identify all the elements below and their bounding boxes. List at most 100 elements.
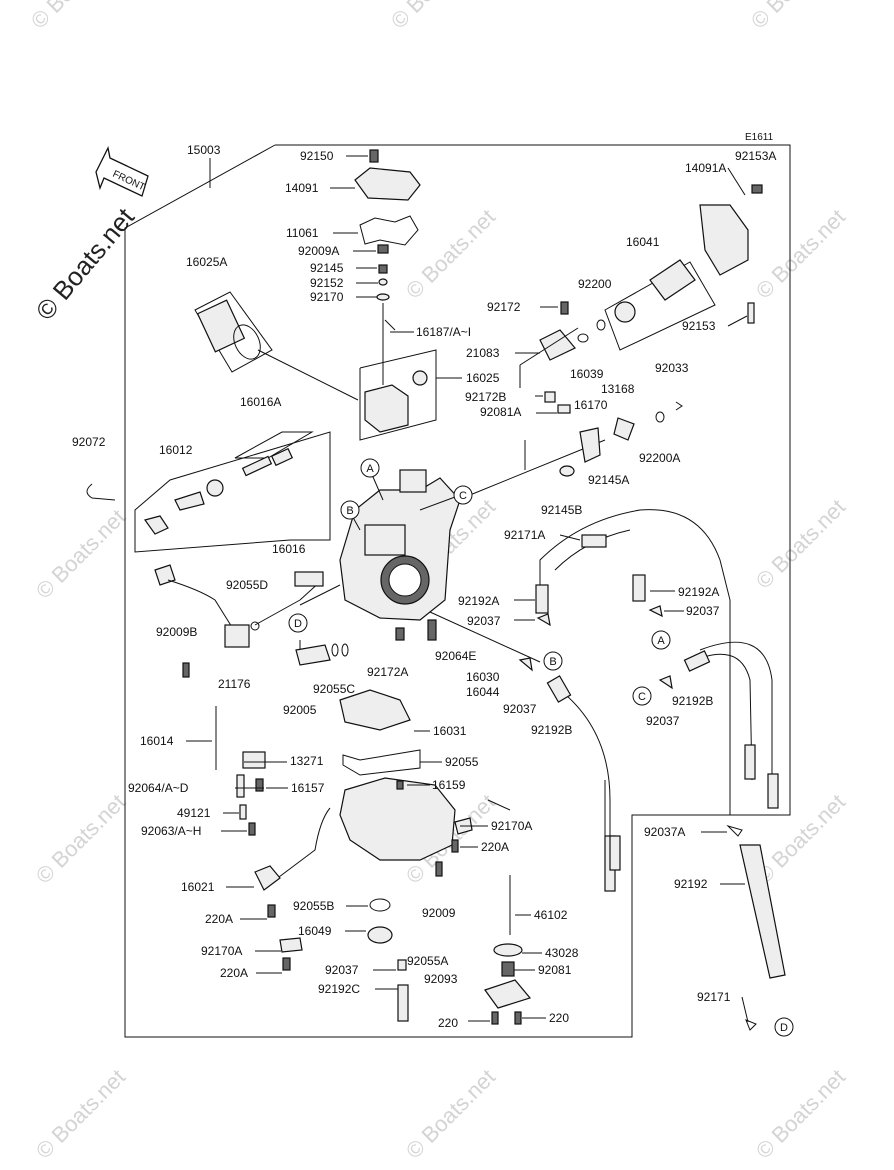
callout-b2: B (549, 656, 556, 668)
part-label: 46102 (534, 908, 568, 922)
part-label: 92072 (72, 435, 106, 449)
part-label: 92081A (480, 405, 521, 419)
part-label: 92172A (367, 665, 408, 679)
part-label: 92064E (435, 649, 476, 663)
float-bowl-group (254, 749, 473, 1022)
watermark: © Boats.net (751, 204, 850, 303)
cable-group (518, 509, 786, 1031)
part-label: 92064/A~D (128, 781, 189, 795)
part-label: 21083 (466, 346, 500, 360)
part-label: 92150 (300, 149, 334, 163)
part-label: 16014 (140, 734, 174, 748)
part-label: 220A (205, 912, 233, 926)
part-label: 92172 (487, 300, 521, 314)
part-label: 16187/A~I (416, 325, 471, 339)
part-label: 92033 (655, 361, 689, 375)
part-label: 92093 (424, 972, 458, 986)
part-label: 92192A (458, 594, 499, 608)
callout-a2: A (657, 635, 665, 647)
part-label: 92170A (201, 944, 242, 958)
part-label: 16039 (570, 367, 604, 381)
part-label: 16012 (159, 443, 193, 457)
part-label: 14091 (285, 181, 319, 195)
pilot-jet-group (215, 706, 266, 836)
part-label: 92081 (538, 963, 572, 977)
part-label: 92009B (156, 625, 197, 639)
part-label: 92153A (735, 149, 776, 163)
carburetor-body (339, 469, 461, 621)
callout-d: D (294, 618, 302, 630)
accel-pump-group (484, 799, 532, 1025)
part-label: 92037 (646, 714, 680, 728)
part-label: 16049 (298, 924, 332, 938)
part-label: 92037 (467, 614, 501, 628)
part-label: 92192 (674, 877, 708, 891)
part-label: 13271 (290, 754, 324, 768)
part-label: 92037A (644, 825, 685, 839)
part-label: 92037 (325, 963, 359, 977)
watermark: © Boats.net (746, 0, 845, 34)
part-label: 92171 (697, 990, 731, 1004)
part-label: 220 (549, 1011, 569, 1025)
watermark: © Boats.net (751, 1064, 850, 1163)
watermark: © Boats.net (31, 1064, 130, 1163)
part-label: 92200A (639, 451, 680, 465)
callout-c2-circle (632, 686, 652, 706)
part-label: 92055C (313, 682, 355, 696)
part-label: 16030 (466, 670, 500, 684)
jet-group (86, 431, 331, 553)
part-label: 220 (438, 1016, 458, 1030)
top-cover-group (354, 149, 421, 385)
watermark: © Boats.net (31, 789, 130, 888)
part-label: 92170A (491, 819, 532, 833)
part-label: 92192B (672, 694, 713, 708)
reference-callouts: A B C D B A C D (288, 458, 794, 1037)
part-label: 92009 (422, 906, 456, 920)
part-label: 11061 (286, 226, 319, 240)
part-label: 16031 (433, 724, 467, 738)
callout-b-circle (340, 500, 360, 520)
part-label: 16021 (181, 880, 215, 894)
part-label: 16025A (186, 255, 227, 269)
part-label: 92170 (310, 290, 344, 304)
diagram-code: E1611 (745, 132, 774, 143)
part-label: 92171A (504, 528, 545, 542)
part-label: 92055 (445, 755, 479, 769)
part-label: 16016A (240, 395, 281, 409)
part-label: 16044 (466, 685, 500, 699)
callout-d2: D (780, 1022, 788, 1034)
callout-a: A (366, 463, 374, 475)
part-label: 16170 (574, 398, 608, 412)
throttle-linkage-group (519, 184, 763, 477)
part-label: 220A (481, 840, 509, 854)
part-label: 16159 (432, 778, 466, 792)
part-label: 92037 (503, 702, 537, 716)
part-label: 92145B (541, 503, 582, 517)
part-label: 43028 (545, 946, 579, 960)
callout-c-circle (453, 485, 473, 505)
left-side-parts (154, 564, 437, 731)
part-label: 92055B (293, 899, 334, 913)
part-label: 92055A (407, 954, 448, 968)
front-arrow-icon: FRONT (95, 146, 149, 197)
part-label: 21176 (218, 677, 251, 691)
label-leaders (186, 155, 749, 1023)
callout-d-circle (288, 613, 308, 633)
part-label: 16157 (291, 781, 325, 795)
part-label: 92063/A~H (141, 824, 201, 838)
part-label: 92009A (298, 244, 339, 258)
callout-b2-circle (543, 651, 563, 671)
watermark: © Boats.net (386, 0, 485, 34)
part-label: 13168 (601, 382, 635, 396)
callout-b: B (346, 505, 353, 517)
callout-a2-circle (651, 630, 671, 650)
part-label: 92145A (588, 473, 629, 487)
callout-c2: C (638, 691, 646, 703)
part-label: 220A (220, 966, 248, 980)
part-label: 16041 (626, 235, 660, 249)
assembly-frame (124, 144, 791, 1038)
callout-a-circle (360, 458, 380, 478)
part-label: 49121 (177, 806, 211, 820)
part-label: 92172B (465, 390, 506, 404)
